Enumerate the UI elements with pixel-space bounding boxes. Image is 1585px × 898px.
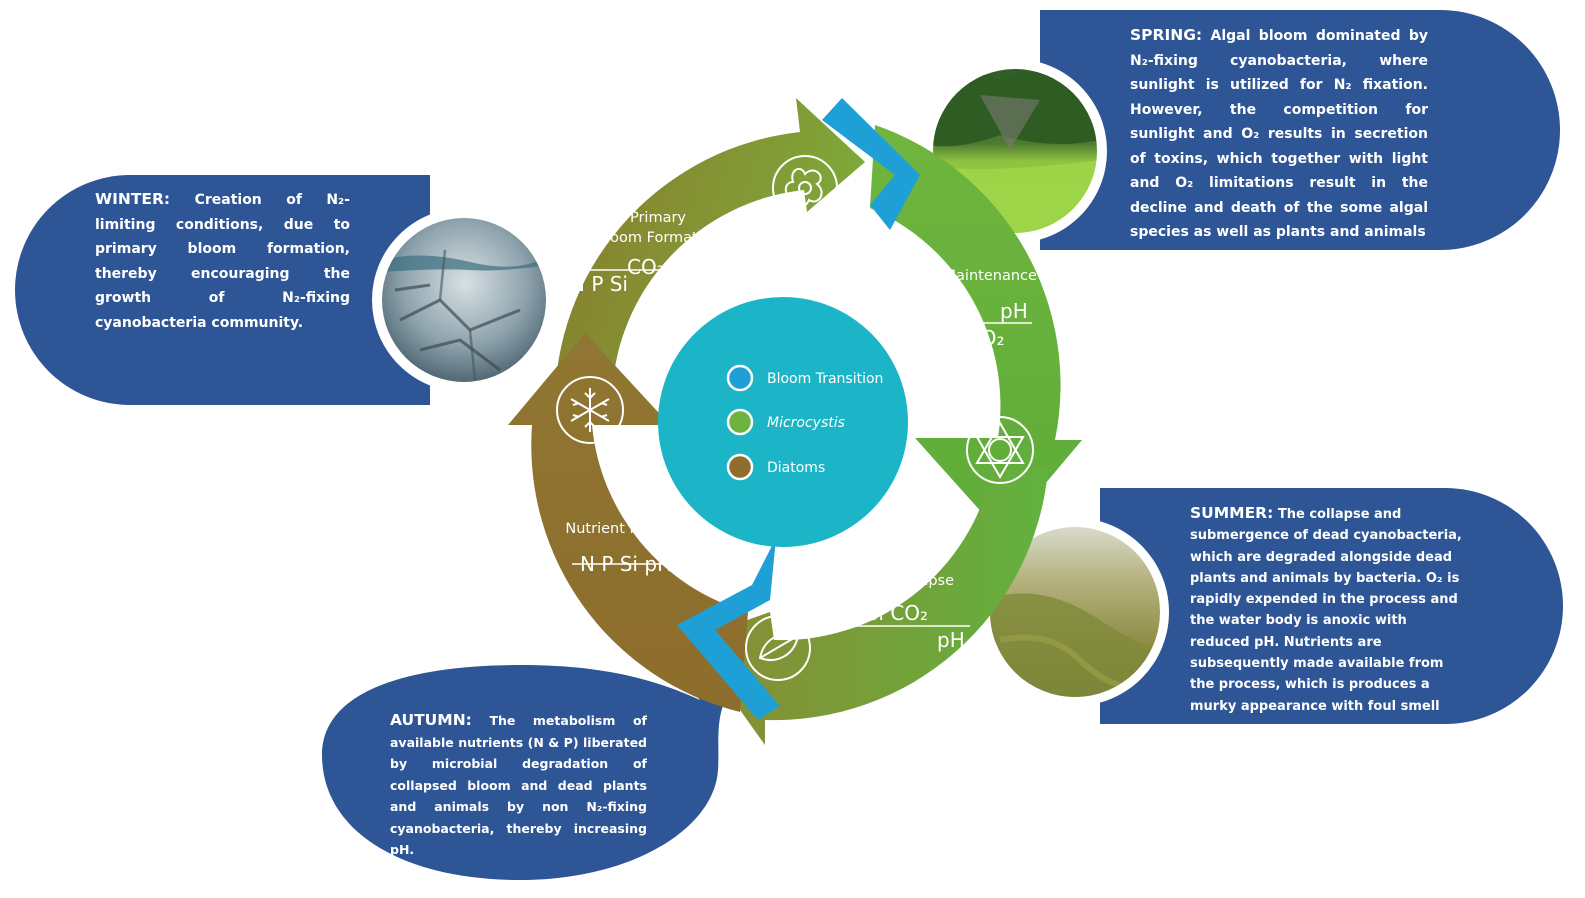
sun-star-icon — [966, 416, 1034, 484]
legend-swatch — [726, 453, 754, 481]
center-disk — [658, 297, 908, 547]
winter-ice-photo — [372, 208, 556, 392]
transition-sliver-top — [822, 98, 920, 230]
collapse-stage-label: Bloom Collapse — [842, 573, 954, 589]
legend-label: Diatoms — [767, 460, 825, 476]
legend-swatch — [726, 408, 754, 436]
spring-description: SPRING: Algal bloom dominated by N₂-fixi… — [1130, 23, 1428, 245]
spring-text: Algal bloom dominated by N₂-fixing cyano… — [1130, 28, 1429, 240]
autumn-title: AUTUMN: — [390, 711, 472, 729]
summer-text: The collapse and submergence of dead cya… — [1190, 507, 1462, 714]
nutrient-inputs-segment — [508, 333, 748, 712]
transition-sliver-bottom — [677, 538, 780, 720]
spring-bubble — [1040, 10, 1560, 250]
autumn-text: The metabolism of available nutrients (N… — [390, 713, 647, 857]
maintenance-above-text: pH — [1000, 299, 1028, 323]
autumn-description: AUTUMN: The metabolism of available nutr… — [390, 710, 647, 861]
primary-above-text: CO₂ pH — [627, 255, 699, 279]
bloom-collapse-segment — [690, 470, 1048, 745]
legend-label: Microcystis — [767, 415, 845, 431]
leaf-icon — [745, 615, 811, 681]
primary-bloom-segment — [555, 98, 865, 395]
collapse-below-text: pH — [937, 628, 965, 652]
primary-below-text: N P Si — [570, 272, 628, 296]
summer-bubble — [1100, 488, 1563, 724]
summer-description: SUMMER: The collapse and submergence of … — [1190, 503, 1468, 717]
winter-title: WINTER: — [95, 190, 171, 208]
snowflake-icon — [556, 376, 624, 444]
flower-icon — [772, 155, 838, 221]
spring-title: SPRING: — [1130, 26, 1203, 44]
maintenance-stage-label: Bloom Maintenance — [893, 268, 1037, 284]
nutrient-stage-label: Nutrient Inputs — [565, 521, 674, 537]
maintenance-below-text: N P CO₂ — [927, 326, 1004, 350]
autumn-bubble — [322, 665, 740, 880]
legend-label: Bloom Transition — [767, 371, 883, 387]
legend-swatch — [726, 364, 754, 392]
winter-description: WINTER: Creation of N₂-limiting conditio… — [95, 187, 350, 335]
winter-bubble — [15, 175, 430, 405]
collapse-above-text: N P Si CO₂ — [826, 601, 928, 625]
winter-text: Creation of N₂-limiting conditions, due … — [95, 192, 350, 331]
primary-stage-label-1: Primary — [630, 210, 686, 226]
primary-stage-label-2: Bloom Formation — [596, 230, 720, 246]
summer-scum-photo — [981, 518, 1169, 706]
summer-title: SUMMER: — [1190, 504, 1274, 522]
